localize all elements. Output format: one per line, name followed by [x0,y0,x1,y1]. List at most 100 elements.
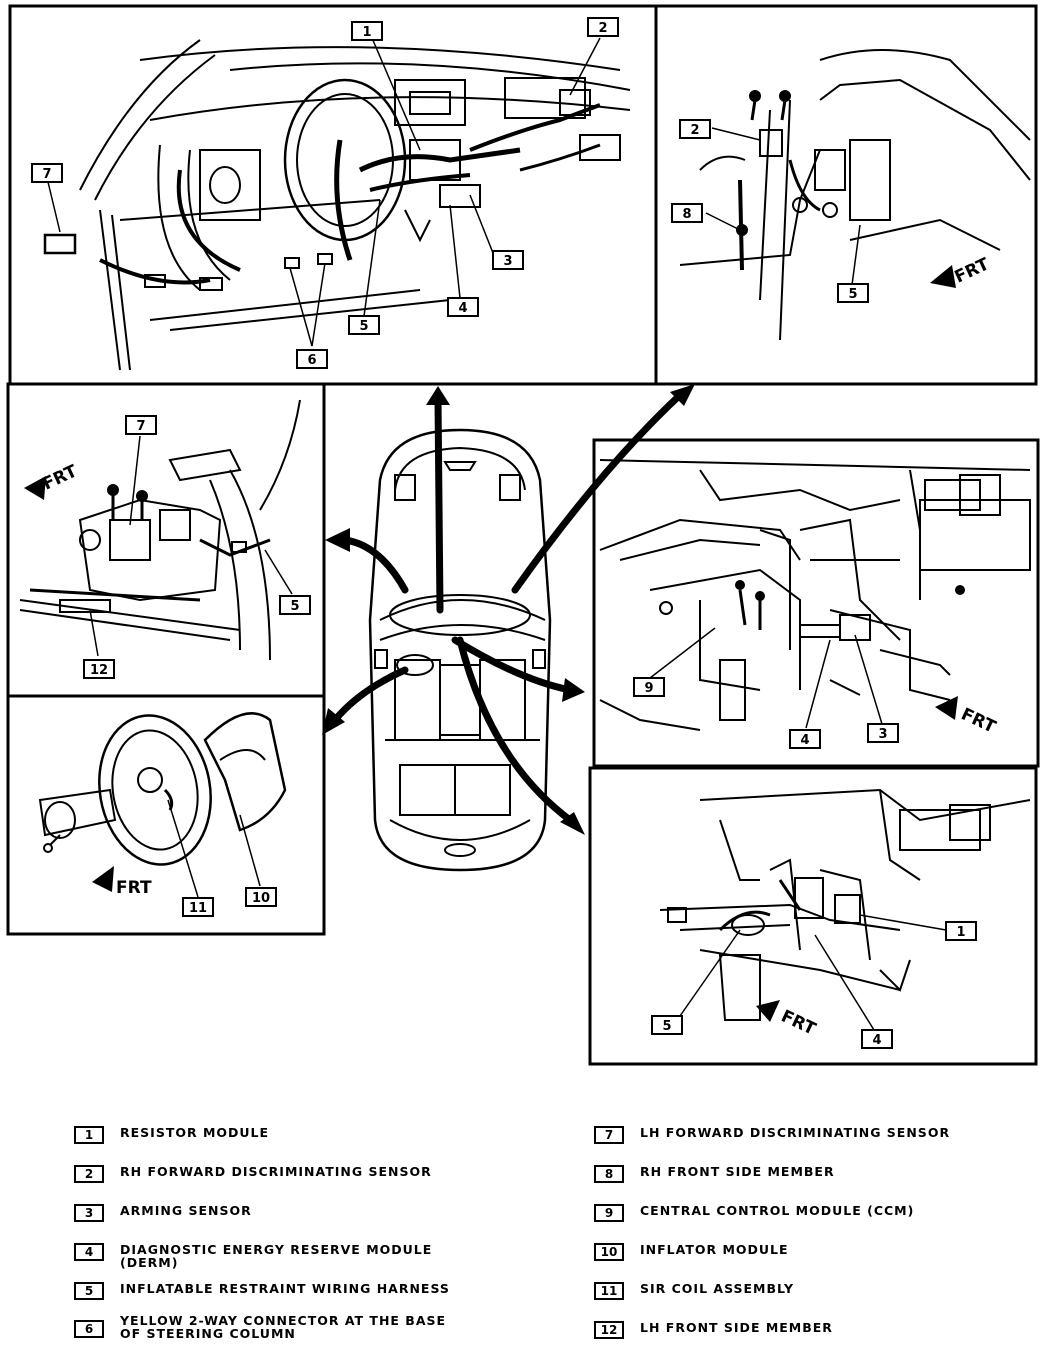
callout-3-ccm: 3 [867,723,899,743]
callout-5-rh-sensor: 5 [837,283,869,303]
legend-label: LH FORWARD DISCRIMINATING SENSOR [640,1125,951,1140]
resistor-module-leaders [679,914,947,1031]
legend-label: SIR COIL ASSEMBLY [640,1281,795,1296]
frt-arrow-ccm: FRT [935,696,999,738]
legend-item-10: 10 INFLATOR MODULE [594,1243,1000,1261]
vehicle-top-view [368,428,552,872]
callout-12-lh-sensor: 12 [83,659,115,679]
svg-text:FRT: FRT [40,461,81,494]
callout-8-rh-sensor: 8 [671,203,703,223]
legend-label: YELLOW 2-WAY CONNECTOR AT THE BASE OF ST… [120,1313,447,1341]
legend-item-6: 6 YELLOW 2-WAY CONNECTOR AT THE BASE OF … [74,1314,460,1340]
ccm-derm-leaders [649,627,883,729]
legend-number: 3 [74,1204,104,1222]
legend-label: INFLATOR MODULE [640,1242,789,1257]
dashboard-drawing [43,39,631,371]
legend-item-1: 1 RESISTOR MODULE [74,1126,480,1144]
legend-item-3: 3 ARMING SENSOR [74,1204,480,1222]
panel-resistor-module [588,766,1038,1066]
svg-text:FRT: FRT [958,704,999,737]
legend-item-5: 5 INFLATABLE RESTRAINT WIRING HARNESS [74,1282,480,1300]
legend-label: RESISTOR MODULE [120,1125,270,1140]
legend-number: 12 [594,1321,624,1339]
panel-steering-wheel [6,694,326,936]
legend-label: RH FRONT SIDE MEMBER [640,1164,835,1179]
callout-2-rh-sensor: 2 [679,119,711,139]
callout-9-ccm: 9 [633,677,665,697]
svg-text:1: 1 [956,925,965,940]
legend-label: DIAGNOSTIC ENERGY RESERVE MODULE (DERM) [120,1242,433,1270]
legend-number: 4 [74,1243,104,1261]
frt-arrow-rh-sensor: FRT [930,254,993,288]
resistor-module-drawing [659,788,1031,1021]
legend-item-12: 12 LH FRONT SIDE MEMBER [594,1321,1000,1339]
svg-text:11: 11 [189,901,207,916]
svg-text:3: 3 [878,727,887,742]
callout-11-steering: 11 [182,897,214,917]
callout-2-dashboard: 2 [587,17,619,37]
component-legend: 1 RESISTOR MODULE 2 RH FORWARD DISCRIMIN… [0,1110,1056,1346]
frt-arrow-steering: FRT [92,866,152,898]
frt-arrow-lh-sensor: FRT [24,461,81,500]
svg-text:FRT: FRT [778,1006,819,1039]
svg-text:8: 8 [682,207,691,222]
svg-text:6: 6 [307,353,316,368]
lh-sensor-leaders [89,435,293,657]
svg-text:9: 9 [644,681,653,696]
ccm-derm-drawing [599,459,1031,731]
legend-number: 11 [594,1282,624,1300]
sir-component-location-diagram: FRT FRT [6,4,1040,1066]
callout-1-resistor: 1 [945,921,977,941]
frt-arrow-resistor: FRT [756,1000,819,1040]
legend-number: 8 [594,1165,624,1183]
legend-item-8: 8 RH FRONT SIDE MEMBER [594,1165,1000,1183]
callout-7-lh-sensor: 7 [125,415,157,435]
legend-label: CENTRAL CONTROL MODULE (CCM) [640,1203,915,1218]
callout-4-ccm: 4 [789,729,821,749]
svg-text:4: 4 [872,1033,881,1048]
callout-4-resistor: 4 [861,1029,893,1049]
svg-text:1: 1 [362,25,371,40]
svg-text:7: 7 [42,167,51,182]
rh-sensor-drawing [679,49,1031,341]
svg-text:4: 4 [800,733,809,748]
legend-item-9: 9 CENTRAL CONTROL MODULE (CCM) [594,1204,1000,1222]
legend-number: 2 [74,1165,104,1183]
svg-text:5: 5 [662,1019,671,1034]
svg-text:3: 3 [503,254,512,269]
callout-5-lh-sensor: 5 [279,595,311,615]
panel-rh-sensor [654,4,1038,386]
callout-4-dashboard: 4 [447,297,479,317]
legend-label: INFLATABLE RESTRAINT WIRING HARNESS [120,1281,450,1296]
svg-text:FRT: FRT [952,254,993,287]
legend-number: 7 [594,1126,624,1144]
callout-6-dashboard: 6 [296,349,328,369]
callout-5-resistor: 5 [651,1015,683,1035]
pointer-arrows [322,384,695,835]
legend-number: 9 [594,1204,624,1222]
callout-3-dashboard: 3 [492,250,524,270]
legend-label: LH FRONT SIDE MEMBER [640,1320,833,1335]
svg-text:5: 5 [290,599,299,614]
callout-5-dashboard: 5 [348,315,380,335]
legend-label: RH FORWARD DISCRIMINATING SENSOR [120,1164,432,1179]
legend-item-11: 11 SIR COIL ASSEMBLY [594,1282,1000,1300]
rh-sensor-leaders [705,127,861,286]
callout-7-dashboard: 7 [31,163,63,183]
panel-ccm-derm [592,438,1040,768]
legend-number: 10 [594,1243,624,1261]
svg-text:4: 4 [458,301,467,316]
steering-wheel-leaders [167,799,261,898]
svg-text:FRT: FRT [116,878,152,898]
svg-text:10: 10 [252,891,270,906]
svg-text:5: 5 [359,319,368,334]
svg-text:12: 12 [90,663,108,678]
legend-item-4: 4 DIAGNOSTIC ENERGY RESERVE MODULE (DERM… [74,1243,480,1269]
legend-number: 1 [74,1126,104,1144]
legend-number: 5 [74,1282,104,1300]
legend-item-2: 2 RH FORWARD DISCRIMINATING SENSOR [74,1165,480,1183]
svg-text:2: 2 [598,21,607,36]
svg-text:5: 5 [848,287,857,302]
legend-item-7: 7 LH FORWARD DISCRIMINATING SENSOR [594,1126,1000,1144]
steering-wheel-drawing [38,712,287,866]
